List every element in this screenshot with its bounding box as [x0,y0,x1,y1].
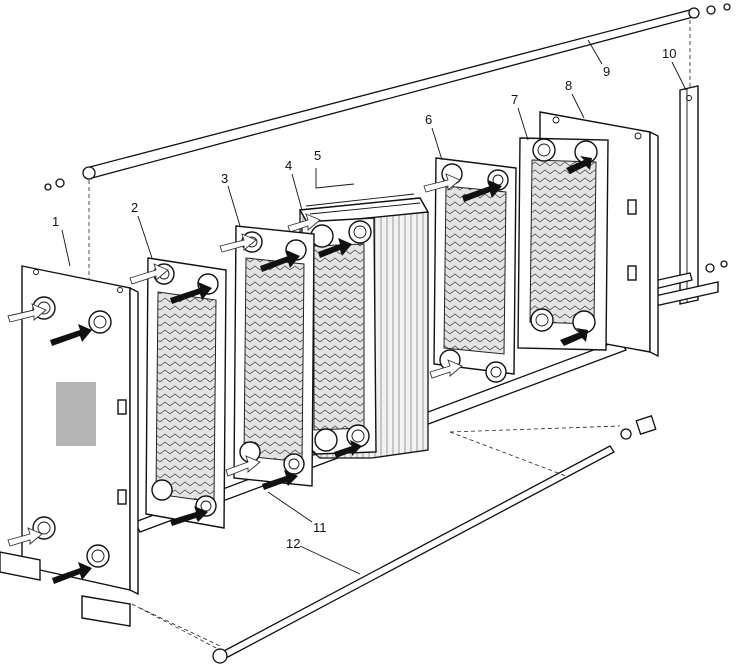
callout-8: 8 [565,78,572,93]
plate-6 [423,157,517,383]
alignment-lines [88,20,691,651]
end-plate [517,137,609,351]
callout-2: 2 [131,200,138,215]
plate-3 [219,225,315,490]
callout-labels: 1 2 3 4 5 6 7 8 9 10 11 12 [52,46,676,551]
tie-bolt [212,415,657,664]
callout-9: 9 [603,64,610,79]
leader-lines [61,39,687,575]
callout-6: 6 [425,112,432,127]
callout-5: 5 [314,148,321,163]
callout-1: 1 [52,214,59,229]
callout-3: 3 [221,171,228,186]
top-carrying-bar [44,3,731,191]
callout-12: 12 [286,536,300,551]
callout-7: 7 [511,92,518,107]
plate-2 [129,257,227,529]
frame-plate [0,265,139,627]
callout-11: 11 [313,520,327,535]
plate-4 [287,213,377,458]
callout-10: 10 [662,46,676,61]
callout-4: 4 [285,158,292,173]
nameplate [56,382,96,446]
